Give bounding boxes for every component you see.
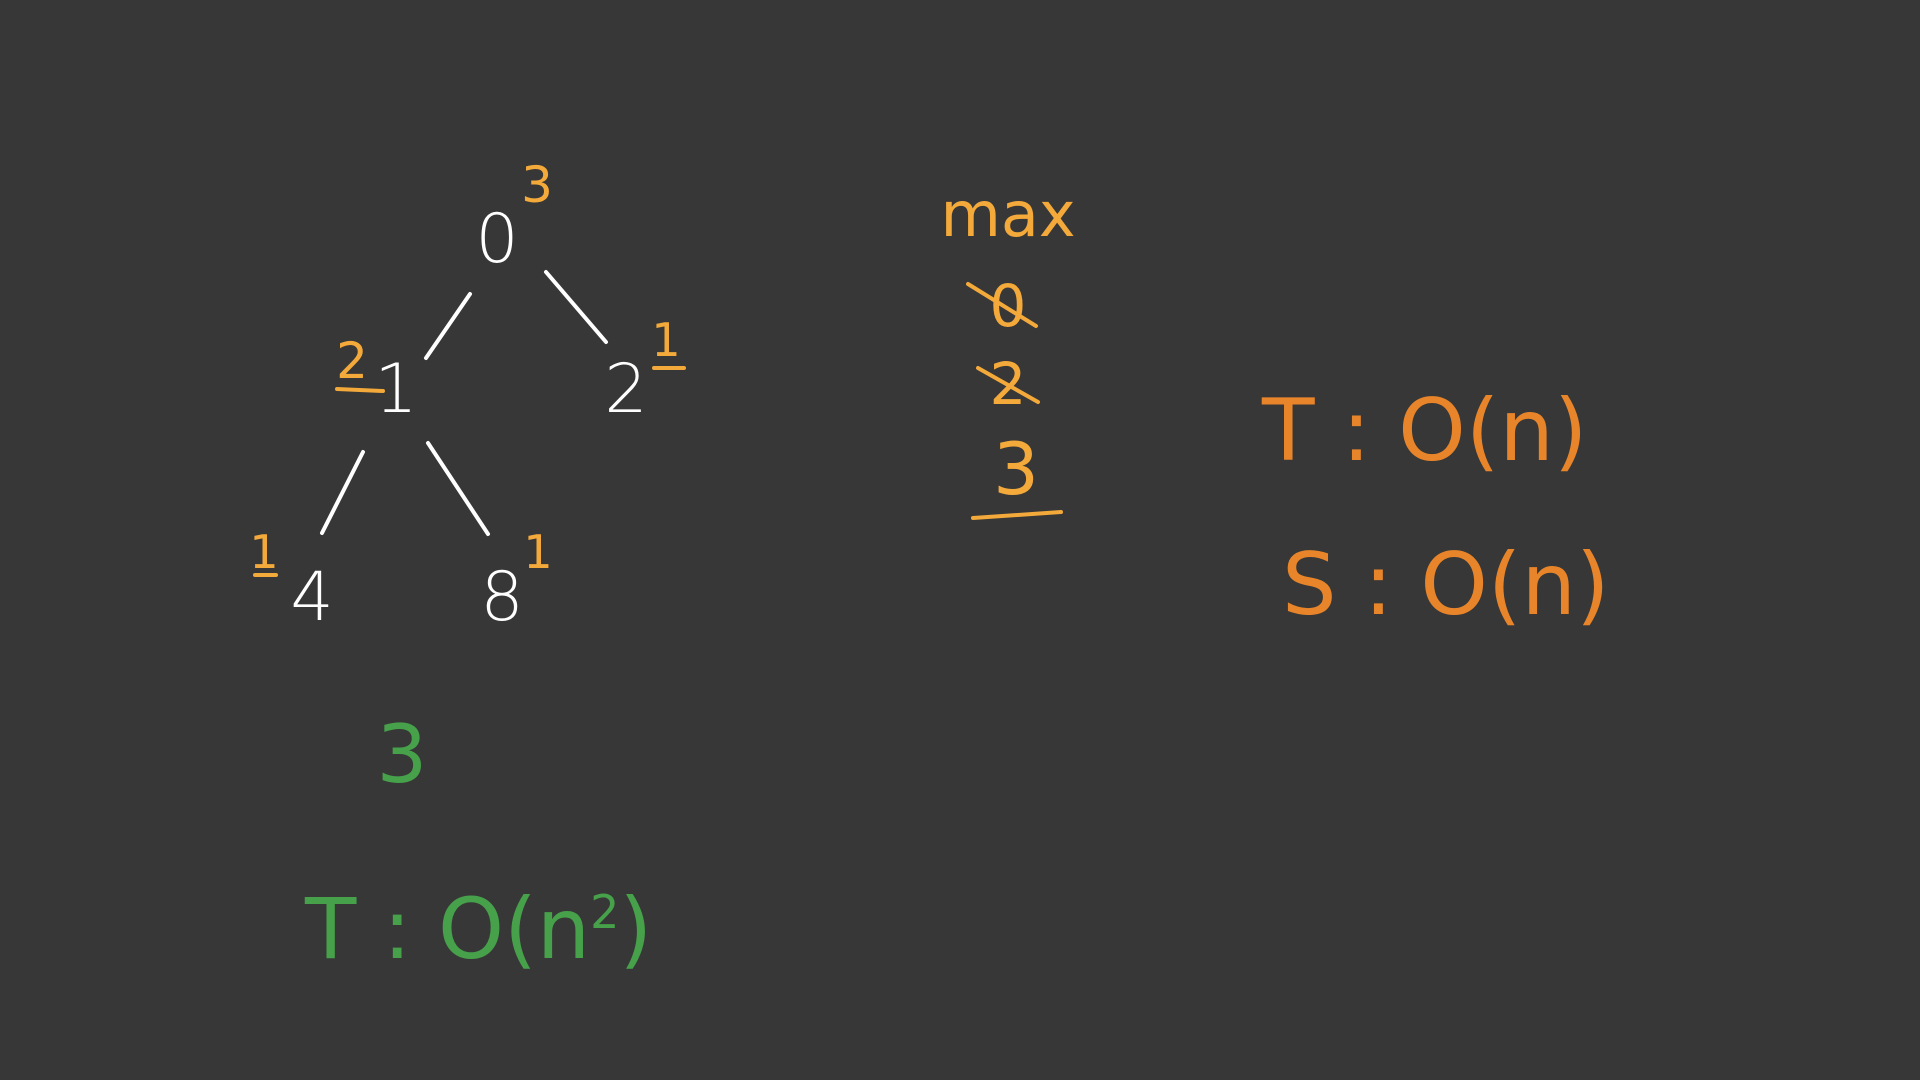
max-value-1-strike bbox=[976, 366, 1040, 404]
brute-force-result: 3 bbox=[377, 708, 428, 801]
edge-root-right bbox=[544, 270, 608, 344]
edge-left-leftright bbox=[426, 441, 490, 536]
max-value-0-strike bbox=[966, 282, 1038, 328]
max-strikes bbox=[966, 282, 1063, 520]
optimal-block: T : O(n) S : O(n) bbox=[1261, 381, 1610, 635]
optimal-time: T : O(n) bbox=[1261, 381, 1587, 481]
depth-leftleft: 1 bbox=[249, 525, 278, 579]
depth-left: 2 bbox=[336, 332, 368, 390]
depth-annotations: 3 2 1 1 1 bbox=[249, 156, 680, 579]
depth-leftright: 1 bbox=[523, 525, 552, 579]
node-leftleft-value: 4 bbox=[290, 558, 333, 637]
brute-force-time-suffix: ) bbox=[619, 880, 652, 978]
brute-force-time-exponent: 2 bbox=[590, 885, 619, 939]
edge-root-left bbox=[424, 292, 472, 360]
max-label: max bbox=[940, 178, 1075, 251]
depth-underlines bbox=[253, 366, 686, 577]
node-leftright-value: 8 bbox=[480, 558, 523, 637]
depth-left-underline bbox=[335, 387, 385, 393]
max-value-2: 3 bbox=[993, 427, 1039, 511]
edge-left-leftleft bbox=[320, 450, 365, 535]
max-value-0: 0 bbox=[990, 272, 1027, 340]
node-root-value: 0 bbox=[475, 200, 518, 279]
depth-right: 1 bbox=[651, 313, 680, 367]
depth-root: 3 bbox=[521, 156, 553, 214]
node-right-value: 2 bbox=[604, 350, 647, 429]
tree-nodes: 0 1 2 4 8 bbox=[290, 200, 647, 637]
brute-force-block: 3 T : O(n2) bbox=[304, 708, 652, 978]
max-tracker: max 0 2 3 bbox=[940, 178, 1075, 511]
brute-force-time-prefix: T : O(n bbox=[304, 880, 590, 978]
optimal-space: S : O(n) bbox=[1282, 535, 1610, 635]
tree-edges bbox=[320, 270, 608, 536]
max-value-2-underline bbox=[971, 510, 1063, 520]
brute-force-time: T : O(n2) bbox=[304, 880, 652, 978]
